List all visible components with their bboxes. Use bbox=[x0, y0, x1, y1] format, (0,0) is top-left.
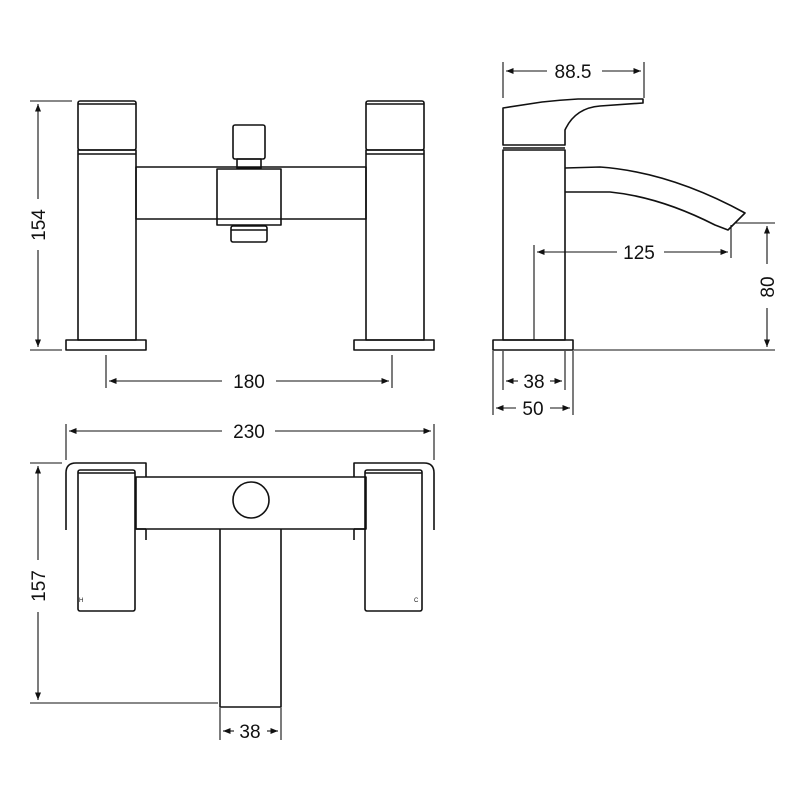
dim-top-width-label: 230 bbox=[233, 422, 265, 443]
front-bridge-body bbox=[135, 166, 367, 220]
dim-handle-centres-label: 180 bbox=[233, 372, 265, 393]
dim-side-base-outer-label: 50 bbox=[522, 399, 543, 420]
top-view: H C 230 157 bbox=[29, 422, 435, 743]
top-right-handle: C bbox=[353, 462, 435, 612]
top-bridge-bar bbox=[135, 476, 367, 530]
dim-handle-centres: 180 bbox=[105, 355, 393, 393]
dim-spout-height-label: 80 bbox=[758, 276, 779, 297]
dim-spout-height: 80 bbox=[574, 222, 779, 351]
dim-top-spout-width: 38 bbox=[219, 708, 282, 743]
cold-mark: C bbox=[414, 598, 419, 604]
dim-side-depth-label: 88.5 bbox=[555, 62, 592, 83]
top-left-handle: H bbox=[65, 462, 147, 612]
side-spout bbox=[564, 166, 746, 231]
front-view: 154 180 bbox=[29, 100, 435, 393]
dim-side-base-outer: 50 bbox=[492, 351, 574, 420]
dim-side-depth: 88.5 bbox=[502, 62, 645, 98]
side-view: 88.5 125 80 38 bbox=[492, 62, 779, 420]
front-diverter bbox=[216, 124, 282, 243]
side-base bbox=[492, 339, 574, 351]
dim-spout-reach: 125 bbox=[533, 225, 732, 340]
side-lever bbox=[502, 98, 644, 146]
dim-top-depth-label: 157 bbox=[29, 570, 50, 602]
dim-front-height-label: 154 bbox=[29, 209, 50, 241]
dim-side-base-inner: 38 bbox=[502, 351, 566, 393]
dim-front-height: 154 bbox=[29, 100, 72, 351]
dim-spout-reach-label: 125 bbox=[623, 243, 655, 264]
top-diverter-knob bbox=[232, 481, 270, 519]
top-spout bbox=[219, 529, 282, 708]
dim-top-depth: 157 bbox=[29, 462, 218, 704]
dim-side-base-inner-label: 38 bbox=[523, 372, 544, 393]
dim-top-width: 230 bbox=[65, 422, 435, 460]
front-left-handle bbox=[65, 100, 147, 351]
front-right-handle bbox=[353, 100, 435, 351]
hot-mark: H bbox=[79, 598, 83, 604]
dim-top-spout-width-label: 38 bbox=[239, 722, 260, 743]
